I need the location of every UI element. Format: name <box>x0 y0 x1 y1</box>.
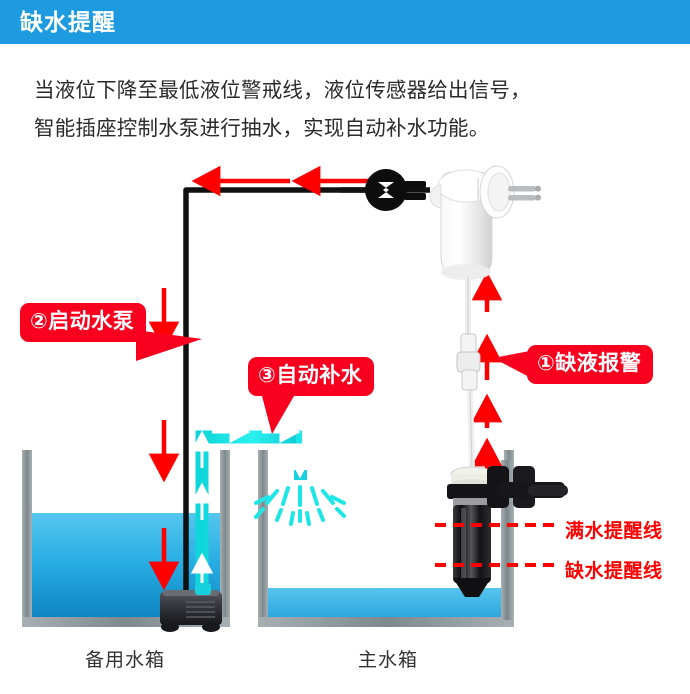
callout-2-tail <box>136 330 202 361</box>
header-bar <box>0 0 690 44</box>
water-pump <box>160 583 222 632</box>
smart-socket-device[interactable] <box>429 165 541 280</box>
power-plug-icon <box>340 169 426 211</box>
tank-caption-main: 主水箱 <box>358 650 419 671</box>
callout-start-pump: ②启动水泵 <box>20 303 147 342</box>
intro-line-2: 智能插座控制水泵进行抽水，实现自动补水功能。 <box>34 117 490 140</box>
tank-caption-backup: 备用水箱 <box>85 650 166 671</box>
callout-low-liquid-alarm: ①缺液报警 <box>527 345 654 384</box>
water-spray <box>254 485 346 526</box>
intro-paragraph: 当液位下降至最低液位警戒线，液位传感器给出信号， 智能插座控制水泵进行抽水，实现… <box>34 72 664 148</box>
intro-line-1: 当液位下降至最低液位警戒线，液位传感器给出信号， <box>34 79 531 102</box>
page-title: 缺水提醒 <box>20 9 116 35</box>
level-label-low: 缺水提醒线 <box>565 561 663 582</box>
callout-3-tail <box>262 396 294 434</box>
level-label-full: 满水提醒线 <box>565 521 663 542</box>
sensor-cable <box>456 276 481 469</box>
callout-auto-refill: ③自动补水 <box>248 357 375 396</box>
sensor-clamp <box>487 466 568 508</box>
